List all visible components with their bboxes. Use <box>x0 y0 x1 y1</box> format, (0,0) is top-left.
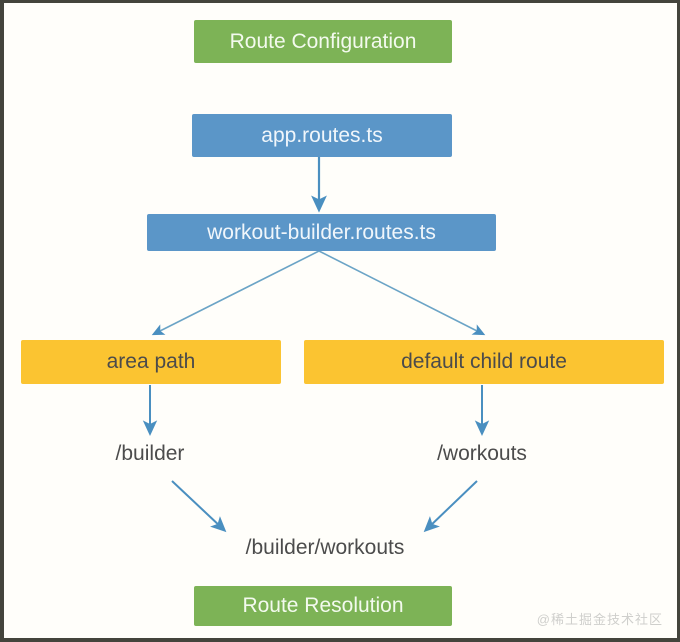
node-default-child-route: default child route <box>304 340 664 384</box>
diagram-connectors <box>142 157 490 533</box>
edge-builder-to-resolved-path <box>171 480 227 533</box>
watermark: @稀土掘金技术社区 <box>536 612 663 627</box>
node-resolved-path: /builder/workouts <box>245 536 405 559</box>
node-area-path: area path <box>21 340 281 384</box>
node-workout-builder-routes-ts: workout-builder.routes.ts <box>147 214 496 251</box>
edge-workout-builder-to-default-child-route <box>318 250 486 336</box>
node-app-routes-ts: app.routes.ts <box>192 114 452 157</box>
node-workouts-path: /workouts <box>437 442 527 465</box>
node-route-resolution: Route Resolution <box>194 586 452 626</box>
edge-workouts-to-resolved-path <box>423 480 478 533</box>
node-route-configuration: Route Configuration <box>194 20 452 63</box>
node-builder-path: /builder <box>115 442 185 465</box>
edge-workout-builder-to-area-path <box>151 250 320 336</box>
